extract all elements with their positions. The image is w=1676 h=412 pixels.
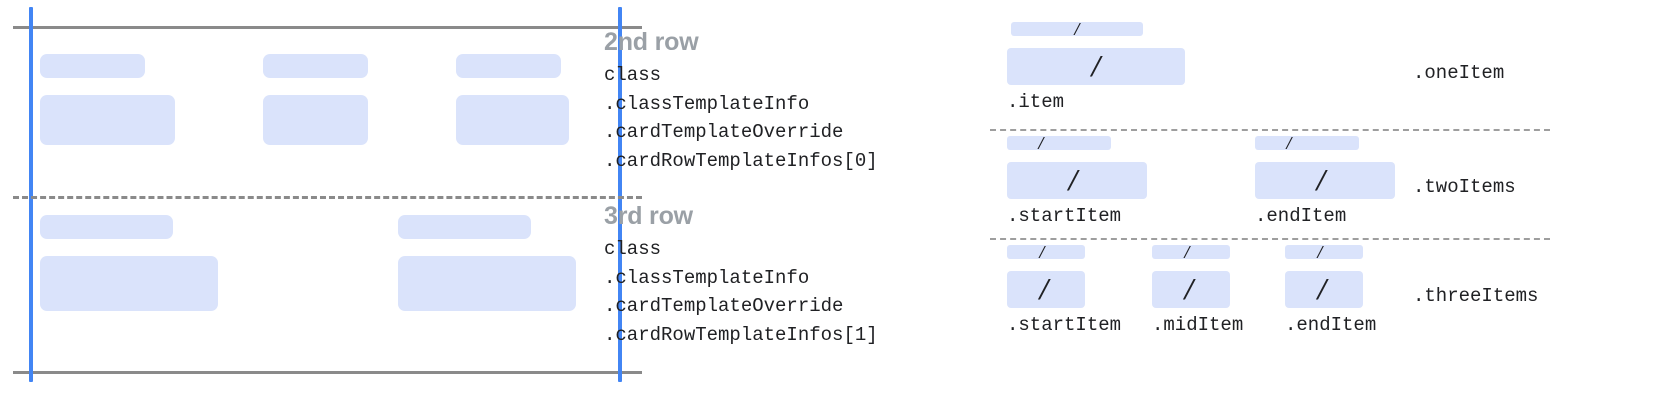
card-row-second [40,54,610,174]
class-block-second-row: 2nd row class .classTemplateInfo .cardTe… [604,25,964,175]
slash-glyph: / [1091,48,1101,83]
item-body-placeholder: / [1007,162,1147,199]
slash-glyph: / [1039,271,1049,306]
card-row-divider-line [13,196,642,199]
card-cell [40,215,218,340]
card-cell-title-placeholder [40,215,173,239]
item-column: / / .startItem [1007,245,1121,336]
item-title-placeholder: / [1285,245,1363,259]
item-title-placeholder: / [1007,136,1111,150]
item-class-label: .startItem [1007,314,1122,336]
item-column: / / .midItem [1152,245,1243,336]
card-cell-title-placeholder [456,54,561,78]
card-layout-diagram [0,0,660,412]
class-block-path: class .classTemplateInfo .cardTemplateOv… [604,64,878,172]
item-group-class-label: .twoItems [1413,176,1516,198]
item-group-class-label: .threeItems [1413,285,1539,307]
item-group-three-items: / / .startItem / / .midItem / / .endItem .threeIt… [985,245,1676,353]
item-body-placeholder: / [1255,162,1395,199]
item-title-placeholder: / [1007,245,1085,259]
item-body-placeholder: / [1285,271,1363,308]
card-cell [40,54,175,174]
slash-glyph: / [1039,245,1045,259]
slash-glyph: / [1074,22,1080,36]
item-group-separator [990,129,1550,131]
item-title-placeholder: / [1152,245,1230,259]
card-cell-body-placeholder [40,256,218,311]
card-left-accent-line [29,7,33,382]
card-cell-body-placeholder [40,95,175,145]
class-block-path: class .classTemplateInfo .cardTemplateOv… [604,238,878,346]
item-column: / / .endItem [1255,136,1395,227]
class-path-annotations: 2nd row class .classTemplateInfo .cardTe… [604,0,964,412]
item-group-one-item: / / .item .oneItem [985,22,1676,130]
item-column: / / .startItem [1007,136,1147,227]
item-group-two-items: / / .startItem / / .endItem .twoItems [985,136,1676,244]
item-class-label: .endItem [1285,314,1377,336]
item-group-class-label: .oneItem [1413,62,1505,84]
slash-glyph: / [1184,271,1194,306]
card-cell-body-placeholder [398,256,576,311]
slash-glyph: / [1068,162,1078,197]
item-class-label: .endItem [1255,205,1347,227]
card-right-accent-line [618,7,622,382]
card-cell-body-placeholder [263,95,368,145]
item-arrangement-diagrams: / / .item .oneItem / / .startItem / / .endItem .t… [985,0,1676,412]
item-body-placeholder: / [1007,48,1185,85]
item-class-label: .startItem [1007,205,1122,227]
slash-glyph: / [1286,136,1292,150]
item-title-placeholder: / [1255,136,1359,150]
class-block-title: 3rd row [604,202,693,230]
slash-glyph: / [1316,162,1326,197]
card-top-boundary-line [13,26,642,29]
class-block-third-row: 3rd row class .classTemplateInfo .cardTe… [604,199,964,349]
card-cell [263,54,368,174]
item-column: / / .endItem [1285,245,1376,336]
item-class-label: .item [1007,91,1065,113]
slash-glyph: / [1317,271,1327,306]
item-title-placeholder: / [1011,22,1143,36]
slash-glyph: / [1184,245,1190,259]
item-body-placeholder: / [1007,271,1085,308]
card-cell [398,215,576,340]
slash-glyph: / [1317,245,1323,259]
card-cell-title-placeholder [398,215,531,239]
item-class-label: .midItem [1152,314,1244,336]
card-row-third [40,215,610,340]
card-cell [456,54,569,174]
item-group-separator [990,238,1550,240]
item-body-placeholder: / [1152,271,1230,308]
card-cell-body-placeholder [456,95,569,145]
class-block-title: 2nd row [604,28,699,56]
slash-glyph: / [1038,136,1044,150]
item-column: / / .item [1007,22,1185,113]
card-cell-title-placeholder [263,54,368,78]
card-cell-title-placeholder [40,54,145,78]
card-bottom-boundary-line [13,371,642,374]
